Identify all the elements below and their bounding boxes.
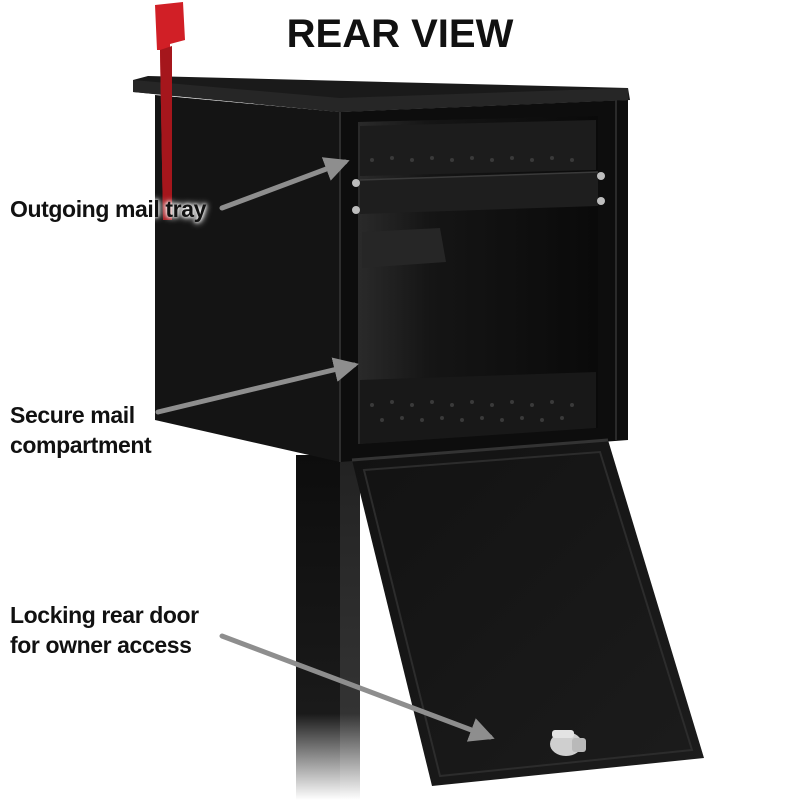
mailbox-body <box>133 76 630 462</box>
lock-icon <box>550 730 586 756</box>
post <box>296 455 360 800</box>
callout-secure-mail-compartment: Secure mail compartment <box>10 400 152 460</box>
tray-texture <box>370 156 574 422</box>
page-title: REAR VIEW <box>286 12 514 56</box>
callout-outgoing-mail-tray: Outgoing mail tray <box>10 194 206 224</box>
flag-icon <box>155 2 185 220</box>
callout-line: compartment <box>10 432 152 458</box>
rear-door <box>351 438 704 786</box>
callout-line: Outgoing mail tray <box>10 196 206 222</box>
callout-line: for owner access <box>10 632 192 658</box>
callout-line: Locking rear door <box>10 602 199 628</box>
callout-line: Secure mail <box>10 402 135 428</box>
callout-arrows <box>155 157 495 742</box>
callout-locking-rear-door: Locking rear door for owner access <box>10 600 199 660</box>
